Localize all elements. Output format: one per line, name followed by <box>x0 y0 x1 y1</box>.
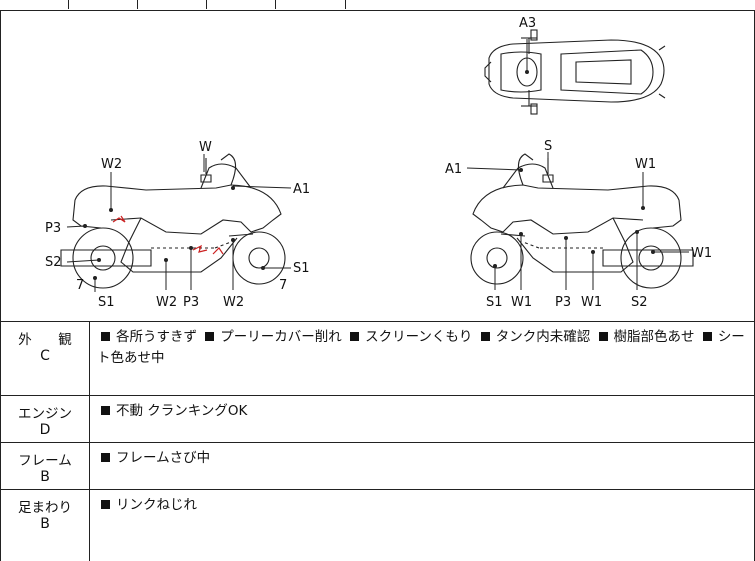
bullet-square-icon <box>205 332 215 341</box>
category-grade: C <box>40 348 50 364</box>
label-left-7-left: 7 <box>76 278 84 293</box>
category-grade: B <box>40 469 50 485</box>
category-grade: D <box>39 422 51 438</box>
note-item: 不動 クランキングOK <box>116 403 248 419</box>
marker-dots <box>83 70 655 280</box>
label-left-s1-bottom: S1 <box>98 295 115 310</box>
label-right-w1-bottom-b: W1 <box>581 295 602 310</box>
label-right-w1-right: W1 <box>691 246 712 261</box>
header-row-remnant <box>0 0 755 11</box>
category-grade: B <box>40 516 50 532</box>
category-name-part: 観 <box>58 332 72 348</box>
category-cell-suspension: 足まわり B <box>1 490 90 561</box>
bullet-square-icon <box>350 332 360 341</box>
column-divider <box>68 0 69 9</box>
bullet-square-icon <box>101 500 110 509</box>
note-item: スクリーンくもり <box>365 329 473 345</box>
leader-lines <box>66 39 689 292</box>
category-name: エンジン <box>18 406 72 422</box>
condition-notes: 不動 クランキングOK <box>97 401 747 422</box>
label-right-w1-top: W1 <box>635 157 656 172</box>
damage-diagram-panel: A3 W W2 A1 P3 S2 S1 7 7 S1 W2 P3 W2 A1 S… <box>0 10 755 322</box>
label-right-s1-bottom: S1 <box>486 295 503 310</box>
label-left-w2-bottom-b: W2 <box>223 295 244 310</box>
label-right-s2-bottom: S2 <box>631 295 648 310</box>
label-left-w2-bottom-a: W2 <box>156 295 177 310</box>
note-item: タンク内未確認 <box>495 329 591 345</box>
bullet-square-icon <box>101 406 110 415</box>
condition-notes: フレームさび中 <box>97 448 747 469</box>
condition-notes: リンクねじれ <box>97 495 747 516</box>
note-item: リンクねじれ <box>116 497 197 513</box>
label-left-s1-right: S1 <box>293 261 310 276</box>
scooter-right-side-view <box>470 153 694 289</box>
label-left-w2-top: W2 <box>101 157 122 172</box>
damage-marks-left <box>112 215 224 255</box>
bullet-square-icon <box>101 332 110 341</box>
label-left-a1: A1 <box>293 182 310 197</box>
note-item: シート色あせ中 <box>97 329 745 366</box>
category-cell-engine: エンジン D <box>1 396 90 442</box>
note-item: プーリーカバー削れ <box>220 329 342 345</box>
label-right-w1-bottom-a: W1 <box>511 295 532 310</box>
bullet-square-icon <box>598 332 608 341</box>
column-divider <box>345 0 346 9</box>
note-item: 樹脂部色あせ <box>613 329 695 345</box>
column-divider <box>137 0 138 9</box>
category-cell-frame: フレーム B <box>1 443 90 489</box>
bullet-square-icon <box>101 453 110 462</box>
condition-notes: 各所うすきず プーリーカバー削れ スクリーンくもり タンク内未確認 樹脂部色あせ… <box>97 327 747 369</box>
category-name: フレーム <box>18 453 72 469</box>
inspection-row-engine: エンジン D 不動 クランキングOK <box>0 396 755 443</box>
scooter-left-side-view <box>60 153 286 289</box>
category-cell-exterior: 外 観 C <box>1 322 90 395</box>
label-right-s: S <box>544 139 552 154</box>
note-item: フレームさび中 <box>116 450 211 466</box>
note-item: 各所うすきず <box>116 329 197 345</box>
bullet-square-icon <box>480 332 490 341</box>
category-name-part: 外 <box>18 332 32 348</box>
label-left-s2: S2 <box>45 255 62 270</box>
label-right-a1: A1 <box>445 162 462 177</box>
category-name: 外 観 <box>1 328 89 348</box>
label-left-w: W <box>199 140 212 155</box>
label-right-p3-bottom: P3 <box>555 295 571 310</box>
inspection-row-frame: フレーム B フレームさび中 <box>0 443 755 490</box>
column-divider <box>206 0 207 9</box>
scooter-top-view <box>484 29 666 115</box>
inspection-row-suspension: 足まわり B リンクねじれ <box>0 490 755 561</box>
label-left-p3-bottom: P3 <box>183 295 199 310</box>
label-left-7-right: 7 <box>279 278 287 293</box>
label-left-p3: P3 <box>45 221 61 236</box>
scooter-diagram: A3 W W2 A1 P3 S2 S1 7 7 S1 W2 P3 W2 A1 S… <box>45 16 712 310</box>
label-top-a3: A3 <box>519 16 536 31</box>
bullet-square-icon <box>702 332 712 341</box>
column-divider <box>275 0 276 9</box>
category-name: 足まわり <box>18 500 72 516</box>
inspection-row-exterior: 外 観 C 各所うすきず プーリーカバー削れ スクリーンくもり タンク内未確認 … <box>0 322 755 396</box>
